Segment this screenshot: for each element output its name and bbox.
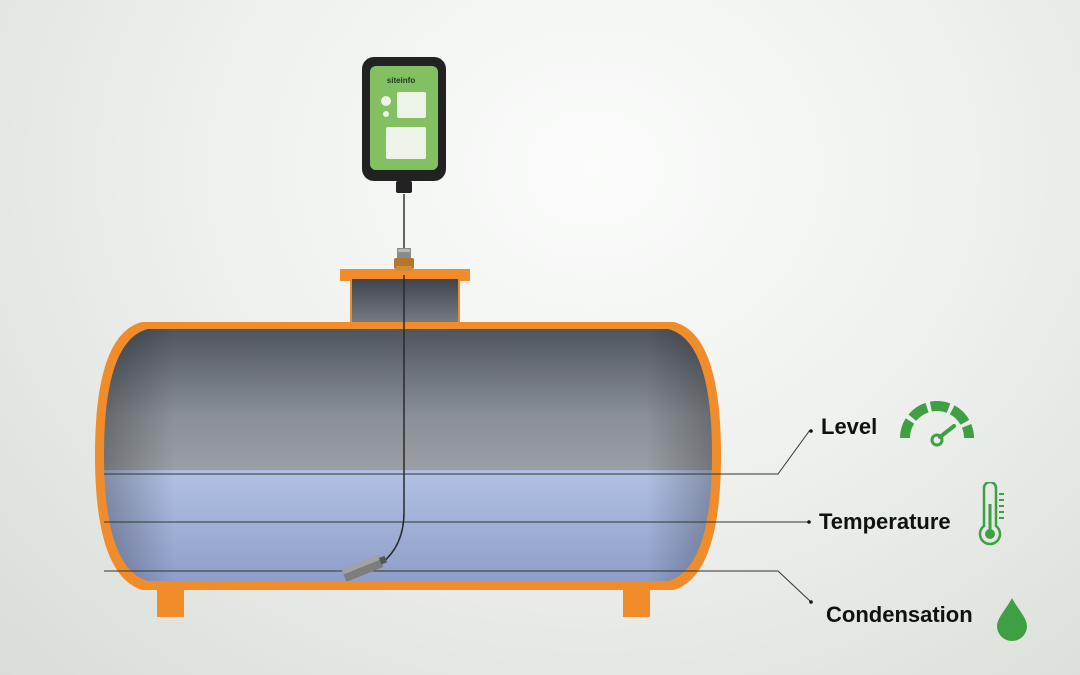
- tank-leg-right: [623, 589, 650, 617]
- water-drop-icon: [997, 598, 1027, 641]
- device-connector: [396, 181, 412, 193]
- level-leader-dot: [809, 429, 813, 433]
- device-indicator-small: [383, 111, 389, 117]
- device-display-top: [397, 92, 426, 118]
- device-brand: siteinfo: [387, 76, 416, 85]
- sensor-probe: [342, 555, 388, 582]
- temperature-leader-dot: [807, 520, 811, 524]
- condensation-leader-line: [712, 570, 811, 602]
- level-label: Level: [821, 414, 878, 439]
- monitoring-device: siteinfo: [362, 57, 446, 193]
- tank-side-shading: [104, 329, 712, 581]
- tank-interior: [104, 329, 712, 581]
- condensation-leader-dot: [809, 600, 813, 604]
- gauge-icon: [900, 401, 974, 447]
- thermometer-icon: [978, 482, 1004, 546]
- device-indicator: [381, 96, 391, 106]
- temperature-label: Temperature: [819, 509, 951, 534]
- tank-leg-left: [157, 589, 184, 617]
- condensation-label: Condensation: [826, 602, 973, 627]
- cable-gland: [394, 248, 414, 271]
- device-display-bottom: [386, 127, 426, 159]
- level-leader-line: [712, 429, 811, 475]
